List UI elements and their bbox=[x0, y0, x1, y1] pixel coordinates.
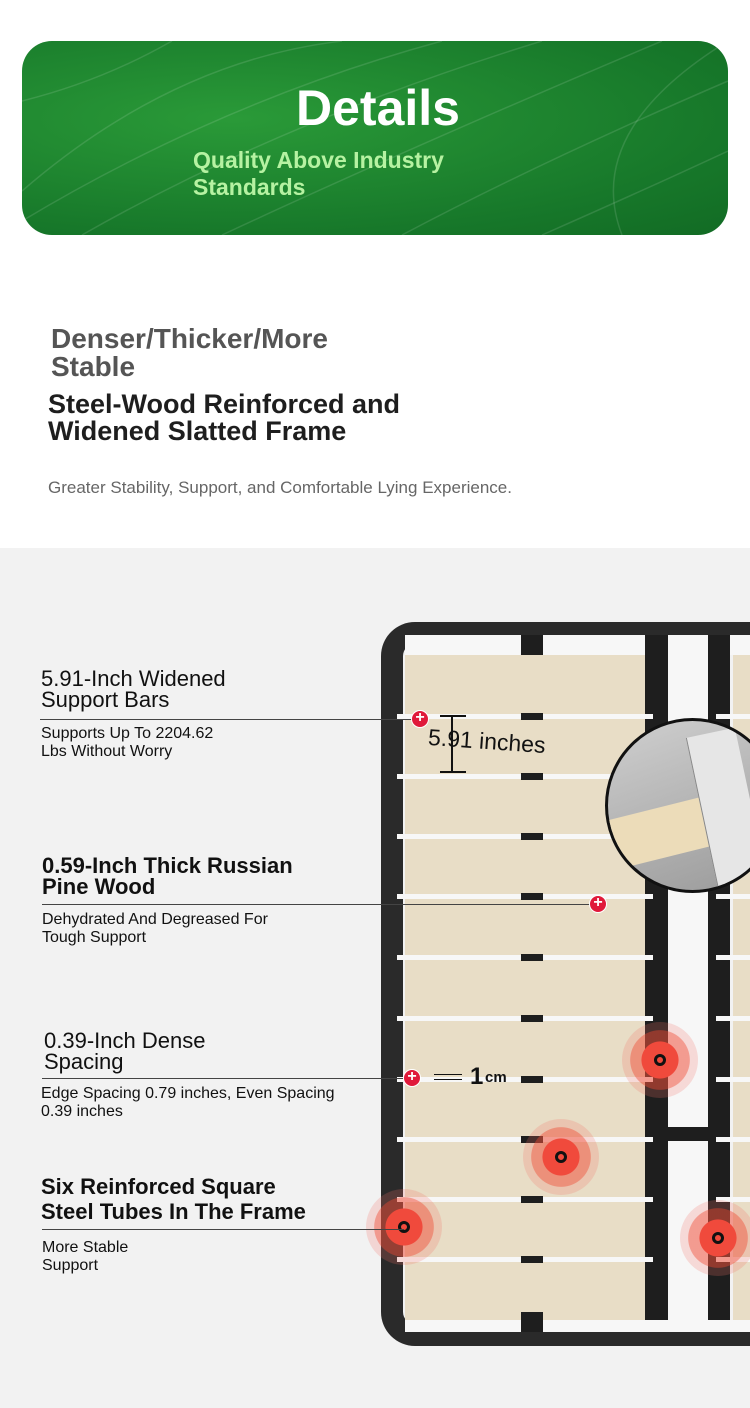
slat-clip bbox=[521, 713, 543, 720]
slat-gap bbox=[716, 1197, 750, 1202]
caliper-magnifier bbox=[605, 718, 750, 893]
banner-title: Details bbox=[296, 80, 460, 136]
slat-clip bbox=[521, 1256, 543, 1263]
gap-value: 1 bbox=[470, 1063, 484, 1090]
slat-gap bbox=[716, 894, 750, 899]
callout-title: Six Reinforced Square Steel Tubes In The… bbox=[41, 1174, 306, 1224]
intro-description: Greater Stability, Support, and Comforta… bbox=[48, 478, 512, 497]
steel-tube-hotspot[interactable] bbox=[366, 1189, 442, 1265]
banner-subtitle: Quality Above Industry Standards bbox=[193, 147, 444, 200]
gap-marker bbox=[434, 1074, 462, 1080]
intro-tagline: Denser/Thicker/More Stable bbox=[51, 323, 328, 382]
steel-tube-hotspot[interactable] bbox=[523, 1119, 599, 1195]
plus-icon[interactable]: + bbox=[403, 1069, 421, 1087]
slat-clip bbox=[521, 1076, 543, 1083]
slat-clip bbox=[521, 773, 543, 780]
plus-icon[interactable]: + bbox=[589, 895, 607, 913]
slat-gap bbox=[716, 1137, 750, 1142]
callout-desc: Dehydrated And Degreased For Tough Suppo… bbox=[42, 911, 268, 946]
slats-left bbox=[405, 655, 645, 1320]
slat-gap bbox=[716, 1077, 750, 1082]
details-banner: Details Quality Above Industry Standards bbox=[22, 41, 728, 235]
slat-clip bbox=[521, 893, 543, 900]
callout-desc: Edge Spacing 0.79 inches, Even Spacing 0… bbox=[41, 1085, 335, 1120]
plus-icon[interactable]: + bbox=[411, 710, 429, 728]
slat-gap bbox=[716, 1016, 750, 1021]
slat-width-bracket bbox=[451, 715, 453, 773]
callout-title: 5.91-Inch Widened Support Bars bbox=[41, 666, 226, 712]
slat-clip bbox=[521, 833, 543, 840]
steel-tube-hotspot[interactable] bbox=[680, 1200, 750, 1276]
slat-clip bbox=[521, 1196, 543, 1203]
gap-unit: cm bbox=[485, 1069, 507, 1086]
steel-tube-hotspot[interactable] bbox=[622, 1022, 698, 1098]
slat-clip bbox=[521, 954, 543, 961]
leaf-pattern bbox=[22, 41, 728, 235]
intro-heading: Steel-Wood Reinforced and Widened Slatte… bbox=[48, 389, 401, 446]
slat-gap bbox=[716, 955, 750, 960]
callout-desc: More Stable Support bbox=[42, 1239, 129, 1274]
callout-desc: Supports Up To 2204.62 Lbs Without Worry bbox=[41, 725, 214, 760]
callout-title: 0.59-Inch Thick Russian Pine Wood bbox=[42, 853, 293, 899]
slat-gap bbox=[716, 714, 750, 719]
callout-title: 0.39-Inch Dense Spacing bbox=[44, 1028, 206, 1074]
slat-clip bbox=[521, 1015, 543, 1022]
